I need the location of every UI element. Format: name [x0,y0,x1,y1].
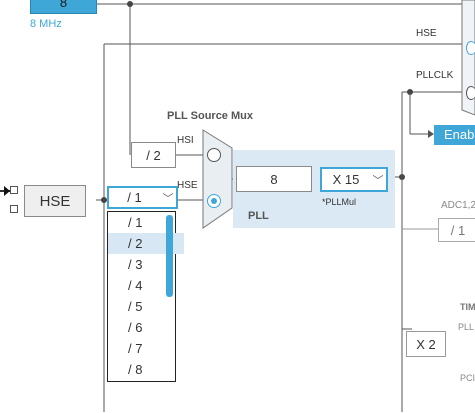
hsi-radio[interactable] [207,148,221,162]
dropdown-option[interactable]: / 2 [108,233,184,254]
dropdown-option[interactable]: / 4 [128,278,143,293]
pll-mul-selected: X 15 [332,172,360,187]
top-value-box[interactable]: 8 [30,0,97,14]
right-pllclk-radio[interactable] [466,86,475,100]
hse-radio[interactable] [207,194,221,208]
x2-text: X 2 [416,336,436,352]
pll-input-value: 8 [270,171,278,187]
dropdown-option[interactable]: / 6 [128,320,143,335]
hse-block[interactable]: HSE [24,185,86,217]
prediv-select[interactable]: / 1 ﹀ [107,186,178,209]
hsi-div-text: / 2 [146,147,161,163]
pll-input-box: 8 [236,166,312,192]
hse-radio-dot [211,198,217,204]
adc-div-text: / 1 [450,222,466,238]
chevron-down-icon: ﹀ [162,192,174,205]
pll-label: PLL [248,210,269,222]
adc-label: ADC1,2 [441,200,475,211]
dropdown-scrollbar[interactable] [166,215,173,297]
dropdown-option[interactable]: / 8 [128,362,143,377]
right-hse-label: HSE [416,28,437,39]
x2-box: X 2 [406,331,446,357]
dropdown-option[interactable]: / 1 [128,215,143,230]
prediv-selected: / 1 [127,190,142,205]
right-hse-radio[interactable] [466,41,475,55]
hse-pin-bottom [10,205,18,213]
dropdown-option[interactable]: / 7 [128,341,143,356]
mhz-label: 8 MHz [30,18,62,30]
tim-label: TIM [460,302,475,312]
adc-div-box: / 1 [438,218,475,242]
hse-block-label: HSE [39,192,71,210]
hse-pin-top [10,186,18,194]
dropdown-option[interactable]: / 5 [128,299,143,314]
dropdown-option[interactable]: / 3 [128,257,143,272]
pll-small-label: PLL [458,322,475,332]
mux-hse-label: HSE [177,180,198,191]
pll-mul-label: *PLLMul [322,197,357,207]
top-value-text: 8 [59,0,68,10]
pll-mul-select[interactable]: X 15 ﹀ [320,167,388,192]
pci-label: PCI [460,373,475,383]
chevron-down-icon: ﹀ [372,174,384,187]
dropdown-items: / 1 / 2 / 3 / 4 / 5 / 6 / 7 / 8 [108,212,184,380]
hsi-label: HSI [177,135,194,146]
prediv-dropdown-list[interactable]: / 1 / 2 / 3 / 4 / 5 / 6 / 7 / 8 [107,211,184,382]
enable-button[interactable]: Enab [434,125,475,145]
pllclk-label: PLLCLK [416,70,454,81]
hsi-div-box: / 2 [131,142,176,168]
pll-source-mux-title: PLL Source Mux [167,110,253,122]
